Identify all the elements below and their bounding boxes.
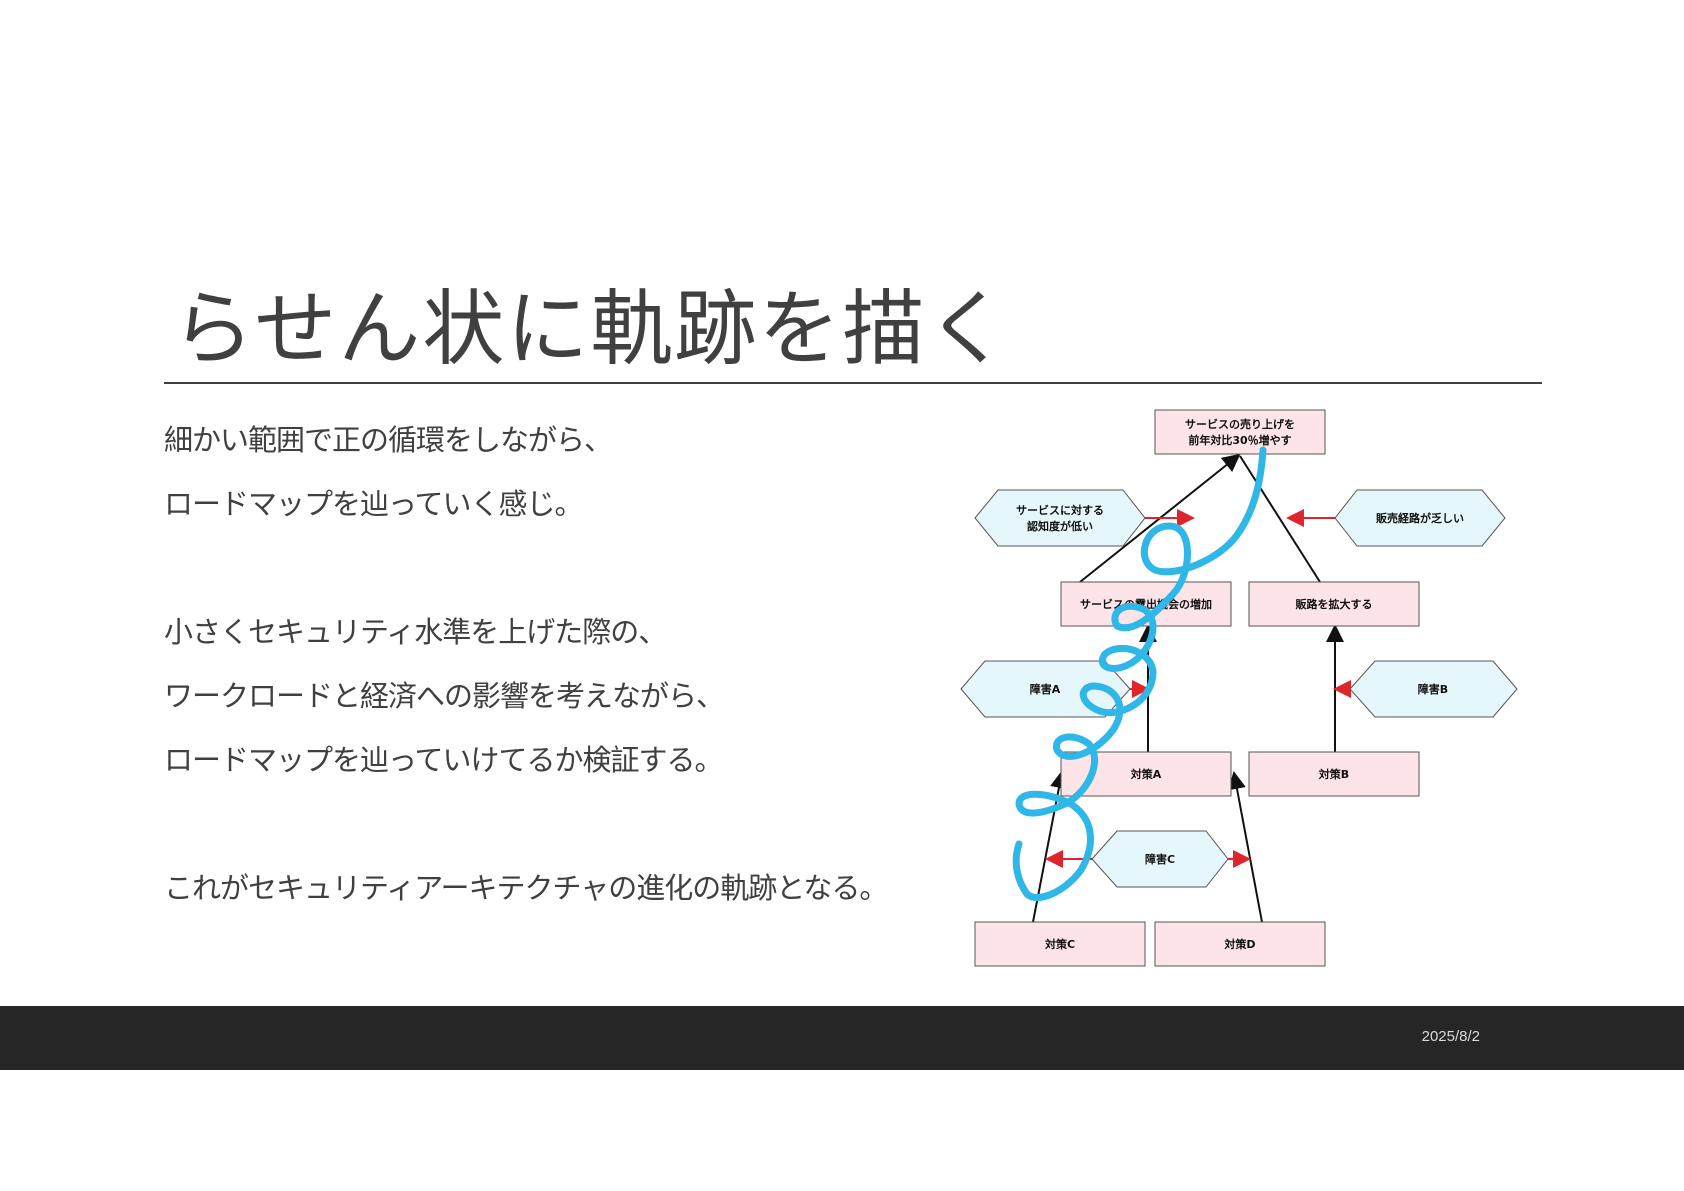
- obstacle-awareness-hexagon: サービスに対する 認知度が低い: [974, 489, 1146, 547]
- goal-tree-diagram: サービスの売り上げを 前年対比30％増やす サービスに対する 認知度が低い 販売…: [955, 400, 1525, 990]
- spiral-annotation-stroke: [1012, 446, 1267, 902]
- measure-a-label: 対策A: [1130, 767, 1162, 781]
- footer-date: 2025/8/2: [1421, 1028, 1480, 1045]
- body-line: 細かい範囲で正の循環をしながら、: [164, 423, 613, 457]
- measure-b-box: 対策B: [1248, 751, 1420, 797]
- measure-b-label: 対策B: [1318, 767, 1349, 781]
- obstacle-channels-label: 販売経路が乏しい: [1376, 511, 1464, 525]
- body-line: 小さくセキュリティ水準を上げた際の、: [164, 615, 667, 649]
- goal-label-line1: サービスの売り上げを: [1185, 417, 1295, 431]
- obstacle-b-hexagon: 障害B: [1349, 660, 1518, 718]
- slide-title: らせん状に軌跡を描く: [172, 282, 1011, 377]
- channels-label: 販路を拡大する: [1296, 597, 1373, 611]
- obstacle-channels-hexagon: 販売経路が乏しい: [1334, 489, 1506, 547]
- goal-box: サービスの売り上げを 前年対比30％増やす: [1154, 409, 1326, 455]
- title-divider: [164, 382, 1542, 384]
- obstacle-a-label: 障害A: [1030, 682, 1061, 696]
- channels-box: 販路を拡大する: [1248, 581, 1420, 627]
- obstacle-b-label: 障害B: [1418, 682, 1448, 696]
- obstacle-c-label: 障害C: [1145, 852, 1175, 866]
- body-spacer: [164, 536, 924, 600]
- body-line: ロードマップを辿っていく感じ。: [164, 487, 584, 521]
- body-line: これがセキュリティアーキテクチャの進化の軌跡となる。: [164, 871, 888, 905]
- footer-bar: 2025/8/2: [0, 1006, 1684, 1070]
- body-line: ロードマップを辿っていけてるか検証する。: [164, 743, 724, 777]
- obstacle-c-hexagon: 障害C: [1091, 830, 1229, 888]
- body-spacer: [164, 792, 924, 856]
- obstacle-awareness-line1: サービスに対する: [1016, 503, 1104, 517]
- goal-label-line2: 前年対比30％増やす: [1188, 433, 1291, 447]
- connector-channels-to-goal: [1239, 455, 1321, 583]
- measure-d-label: 対策D: [1223, 937, 1255, 951]
- body-line: ワークロードと経済への影響を考えながら、: [164, 679, 725, 713]
- measure-c-box: 対策C: [974, 921, 1146, 967]
- measure-c-label: 対策C: [1044, 937, 1075, 951]
- obstacle-awareness-line2: 認知度が低い: [1027, 519, 1093, 533]
- body-text: 細かい範囲で正の循環をしながら、 ロードマップを辿っていく感じ。 小さくセキュリ…: [164, 408, 924, 920]
- diagram-canvas: サービスの売り上げを 前年対比30％増やす サービスに対する 認知度が低い 販売…: [960, 409, 1518, 967]
- connector-measure-d-to-a: [1228, 771, 1263, 923]
- measure-d-box: 対策D: [1154, 921, 1326, 967]
- exposure-label: サービスの露出機会の増加: [1080, 597, 1212, 611]
